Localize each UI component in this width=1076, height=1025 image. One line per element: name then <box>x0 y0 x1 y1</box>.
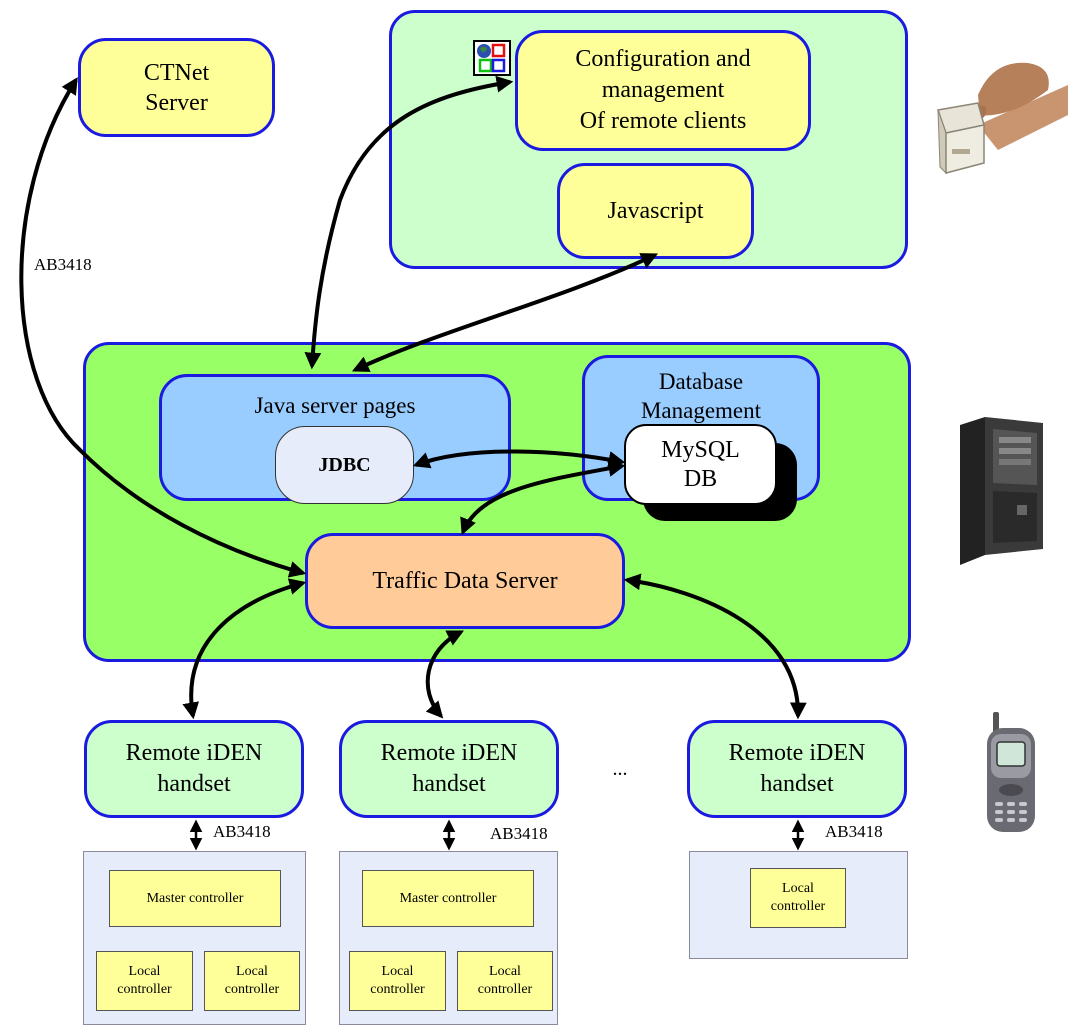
local-controller-label-2a: Local controller <box>370 964 425 997</box>
local-controller-3a: Local controller <box>750 868 846 928</box>
traffic-to-handset-3-connector <box>623 573 807 720</box>
javascript-box: Javascript <box>557 163 754 259</box>
mysql-label: MySQL DB <box>661 436 740 492</box>
ellipsis: ... <box>612 758 628 780</box>
config-to-jsp-connector <box>304 75 514 370</box>
web-app-icon <box>473 40 511 76</box>
handset-link-label-3: AB3418 <box>825 822 883 841</box>
config-label: Configuration and management Of remote c… <box>575 46 751 134</box>
handset-link-label-1: AB3418 <box>213 822 271 841</box>
master-controller-1: Master controller <box>109 870 281 927</box>
handset-link-label-2: AB3418 <box>490 824 548 843</box>
handset-box-3: Remote iDEN handset <box>687 720 907 818</box>
ctnet-to-traffic-connector <box>19 77 307 578</box>
mysql-box: MySQL DB <box>624 424 777 505</box>
master-controller-2: Master controller <box>362 870 534 927</box>
handset-label-3: Remote iDEN handset <box>728 740 866 797</box>
local-controller-label-3a: Local controller <box>770 881 826 914</box>
tower-server-icon <box>955 415 1047 567</box>
local-controller-1b: Local controller <box>204 951 300 1011</box>
db-management-title: Database Management <box>640 369 762 423</box>
mobile-phone-icon <box>983 712 1043 834</box>
jdbc-label: JDBC <box>318 453 371 476</box>
handset-label-2: Remote iDEN handset <box>380 740 518 797</box>
local-controller-1a: Local controller <box>96 951 193 1011</box>
javascript-to-jsp-connector <box>351 253 659 372</box>
mysql-to-traffic-connector <box>460 460 626 536</box>
jdbc-to-mysql-connector <box>412 449 626 469</box>
local-controller-label-2b: Local controller <box>477 964 533 997</box>
traffic-to-handset-1-connector <box>182 578 307 720</box>
handset-box-2: Remote iDEN handset <box>339 720 559 818</box>
handset-label-1: Remote iDEN handset <box>125 740 263 797</box>
master-controller-label-1: Master controller <box>146 890 244 906</box>
traffic-to-handset-2-connector <box>425 630 465 719</box>
master-controller-label-2: Master controller <box>399 890 497 906</box>
handset-box-1: Remote iDEN handset <box>84 720 304 818</box>
local-controller-label-1b: Local controller <box>224 964 280 997</box>
hand-pressing-button-icon <box>918 55 1070 175</box>
local-controller-2b: Local controller <box>457 951 553 1011</box>
local-controller-2a: Local controller <box>349 951 446 1011</box>
config-box: Configuration and management Of remote c… <box>515 30 811 151</box>
local-controller-label-1a: Local controller <box>117 964 172 997</box>
traffic-data-server-label: Traffic Data Server <box>372 567 558 594</box>
javascript-label: Javascript <box>607 197 704 224</box>
